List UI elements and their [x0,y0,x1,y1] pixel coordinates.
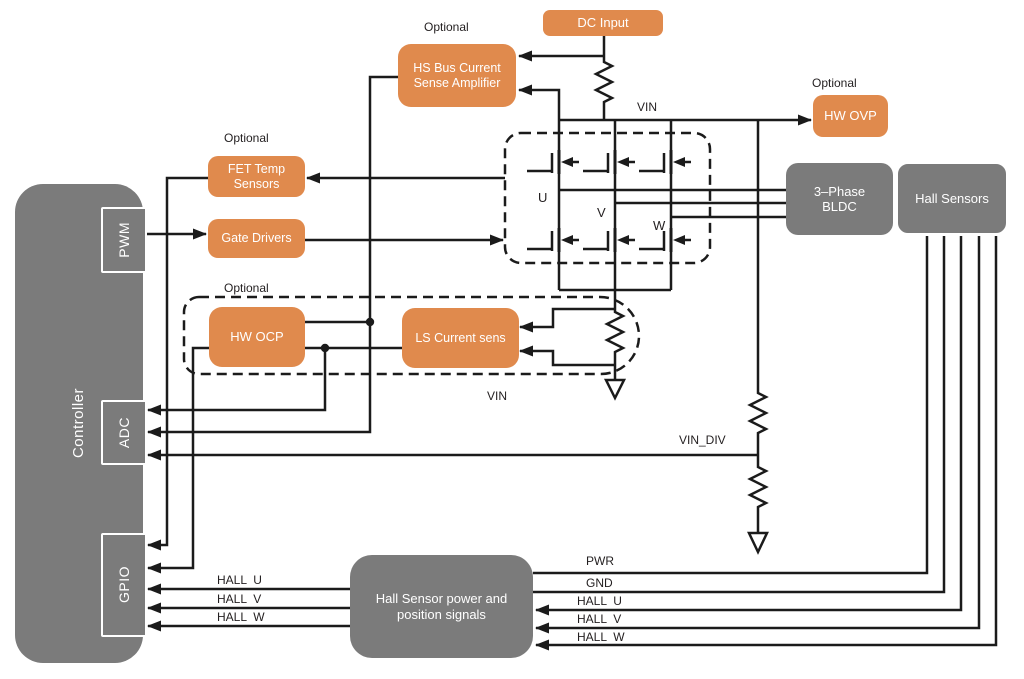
wire-bridge-mid-legs [557,174,673,228]
bridge-dashed-outline [503,131,712,265]
optional-label: Optional [224,131,269,145]
hall-u-net-label: HALL U [217,573,262,587]
wire-hall-u-right [535,236,963,616]
ground-symbol-divider [747,531,769,555]
ls-optional-dashed-outline [182,295,641,376]
mosfet-high-w [637,148,693,176]
pwm-block: PWM [101,207,147,273]
gate-drivers-block: Gate Drivers [208,219,305,258]
resistor-divider-bottom [747,455,769,533]
pwm-label: PWM [115,222,132,258]
hall-sensors-block: Hall Sensors [896,162,1008,235]
hall-w-net-label: HALL W [217,610,265,624]
mosfet-low-v [581,226,637,254]
wire-fet-temp-to-gpio [147,176,208,551]
phase-v-label: V [597,205,606,220]
hw-ocp-block: HW OCP [209,307,305,367]
wires [147,36,998,651]
wire-bridge-top-legs [557,120,673,150]
wire-gnd [533,236,946,594]
adc-block: ADC [101,400,147,465]
hw-ovp-block: HW OVP [813,95,888,137]
bldc-motor-block: 3–Phase BLDC [786,163,893,235]
ls-current-sense-block: LS Current sens [402,308,519,368]
optional-label: Optional [224,281,269,295]
adc-label: ADC [115,416,132,449]
vin-net-label: VIN [487,389,508,403]
resistor-divider-top [747,120,769,455]
hall-w-net-label: HALL W [577,630,625,644]
phase-u-label: U [538,190,548,205]
junction-dot [320,343,330,353]
wire-hall-w-right [535,236,998,651]
optional-label: Optional [812,76,857,90]
wire-hall-v-right [535,236,981,634]
hall-v-net-label: HALL V [217,592,262,606]
hall-u-net-label: HALL U [577,594,622,608]
resistor-ls-shunt [604,290,626,380]
controller-label: Controller [70,388,88,459]
wire-ls-to-gpio [147,346,402,574]
vin-div-net-label: VIN_DIV [679,433,726,447]
junction-dot [365,317,375,327]
fet-temp-sensors-block: FET Temp Sensors [208,156,305,197]
gpio-block: GPIO [101,533,147,637]
hall-v-net-label: HALL V [577,612,622,626]
resistor-hs-shunt [593,36,615,120]
wire-ls-tap-bottom [519,345,615,367]
wire-bridge-bottom-legs [557,252,673,290]
hall-power-signals-block: Hall Sensor power and position signals [350,555,533,658]
wire-hs-sense-bottom [518,84,561,120]
hs-bus-current-sense-amplifier-block: HS Bus Current Sense Amplifier [398,44,516,107]
phase-w-label: W [653,218,666,233]
pwr-net-label: PWR [586,554,614,568]
optional-label: Optional [424,20,469,34]
wire-ls-branch-to-adc [147,348,327,416]
ground-symbol-shunt [603,378,627,401]
wire-hs-amp-to-adc [147,75,398,438]
gpio-label: GPIO [115,566,132,604]
mosfet-high-u [525,148,581,176]
wire-ls-tap-top [519,307,615,333]
gnd-net-label: GND [586,576,613,590]
mosfet-low-u [525,226,581,254]
vin-net-label: VIN [637,100,658,114]
wire-pwr [533,236,929,575]
mosfet-high-v [581,148,637,176]
dc-input-block: DC Input [543,10,663,36]
